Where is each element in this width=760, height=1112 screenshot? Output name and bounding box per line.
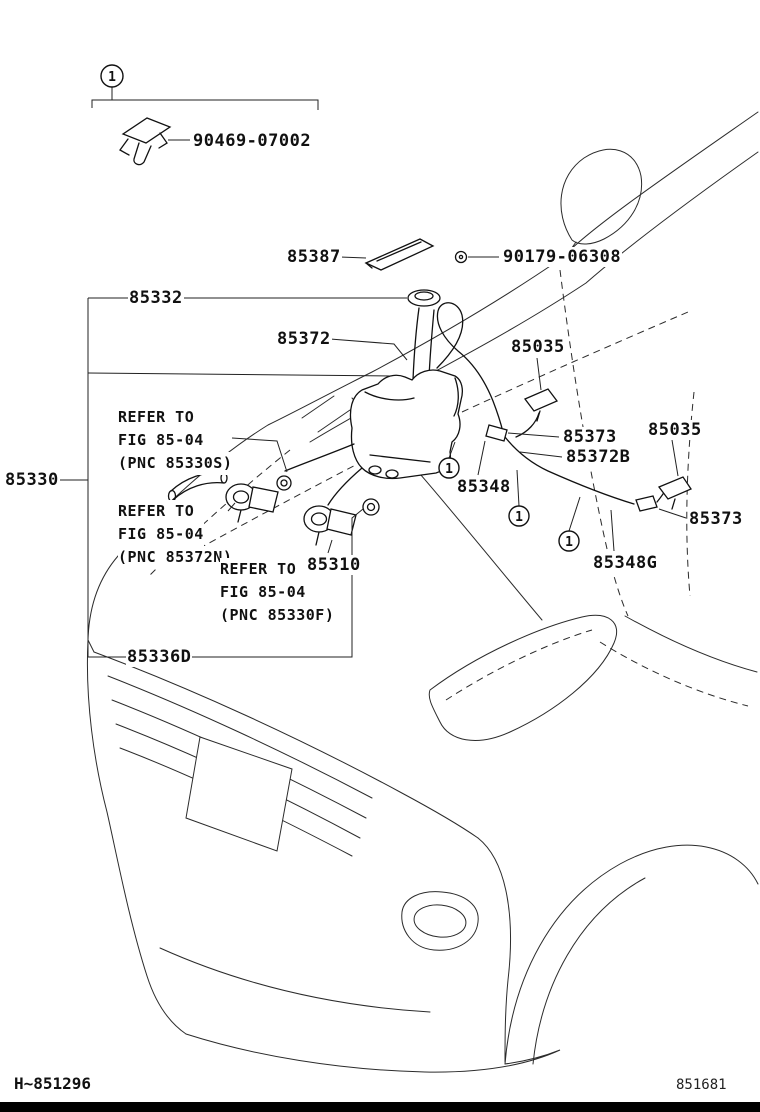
callout-number: 1 — [515, 510, 523, 525]
filler-cap-drawing — [407, 289, 441, 381]
part-label-85035-right: 85035 — [647, 420, 703, 440]
license-plate — [185, 736, 293, 852]
part-label-90179-06308: 90179-06308 — [502, 247, 623, 267]
refer-note-line: FIG 85-04 — [118, 523, 204, 546]
wheel-arch-inner — [532, 877, 646, 1065]
refer-note-line: (PNC 85330S) — [118, 452, 233, 475]
part-label-85387: 85387 — [286, 247, 342, 267]
figure-code-left: H~851296 — [14, 1074, 92, 1093]
part-label-85035-left: 85035 — [510, 337, 566, 357]
front-left-join — [87, 639, 95, 653]
leader-85372b — [519, 451, 563, 458]
clip-part-drawing — [119, 117, 172, 166]
mirror-outline — [560, 148, 643, 245]
callout-number: 1 — [445, 462, 453, 477]
part-label-85373-left: 85373 — [562, 427, 618, 447]
bottom-border-bar — [0, 1102, 760, 1112]
grille-slat — [107, 675, 373, 799]
refer-note-line: REFER TO — [118, 500, 195, 523]
part-label-85348g: 85348G — [592, 553, 659, 573]
cowl-hatch-line — [301, 395, 335, 419]
refer-note-85330f: REFER TO FIG 85-04 (PNC 85330F) — [220, 558, 335, 627]
part-label-85330: 85330 — [4, 470, 60, 490]
washer-reservoir-drawing — [349, 369, 463, 480]
hidden-edge-lower — [599, 641, 749, 707]
leader-85373-a — [507, 432, 560, 438]
washer-nozzle-drawing — [523, 388, 692, 510]
wheel-arch — [504, 844, 759, 1065]
leader-85372 — [329, 338, 408, 361]
cowl-hatch-line — [317, 409, 351, 433]
bracket-drawing — [364, 238, 435, 271]
figure-code-right: 851681 — [676, 1077, 727, 1093]
grille-top-edge — [93, 651, 479, 839]
bumper-left-edge — [86, 639, 187, 1035]
refer-note-85372n: REFER TO FIG 85-04 (PNC 85372N) — [118, 500, 233, 569]
headlamp-outline — [428, 614, 618, 741]
fog-lamp-inner — [413, 904, 467, 938]
leader-85310 — [327, 539, 333, 554]
leader-note-85372n — [227, 502, 236, 512]
legend-bracket-line — [91, 87, 319, 110]
callout-circle-icon — [508, 505, 530, 527]
leader-85035-b — [671, 439, 679, 477]
leader-reservoir — [87, 372, 393, 377]
grommet-ring-drawing — [276, 475, 380, 516]
car-body-outline — [86, 111, 759, 1073]
leader-85348g — [610, 509, 615, 552]
callout-leader — [448, 441, 456, 459]
bumper-bottom-edge — [185, 1033, 561, 1073]
leader-85373-b — [658, 508, 687, 519]
leader-85387 — [339, 256, 367, 259]
leader-85348 — [477, 440, 486, 476]
part-label-85373-right: 85373 — [688, 509, 744, 529]
callout-circle-icon — [100, 64, 124, 88]
part-label-85332: 85332 — [128, 288, 184, 308]
refer-note-line: FIG 85-04 — [118, 429, 204, 452]
part-label-85372: 85372 — [276, 329, 332, 349]
part-label-85310: 85310 — [306, 555, 362, 575]
refer-note-line: REFER TO — [220, 558, 297, 581]
washer-components — [91, 87, 692, 546]
refer-note-line: (PNC 85372N) — [118, 546, 233, 569]
bumper-side-edge — [477, 837, 511, 1063]
callout-circles: 1 1 1 1 — [100, 64, 581, 552]
headlamp-inner-line — [445, 629, 593, 701]
bumper-lower-line — [159, 947, 431, 1013]
part-label-85336d: 85336D — [126, 647, 193, 667]
hidden-edge-right — [461, 311, 689, 413]
part-label-85372b: 85372B — [565, 447, 632, 467]
washer-pump-drawing — [225, 483, 357, 546]
washer-hose-drawing — [167, 302, 667, 506]
door-hidden-line — [686, 391, 695, 597]
leader-note-85330s — [231, 437, 288, 473]
refer-note-line: (PNC 85330F) — [220, 604, 335, 627]
refer-note-line: FIG 85-04 — [220, 581, 306, 604]
hood-hidden-crease — [149, 449, 291, 576]
leader-85035-a — [536, 357, 542, 391]
callout-leader — [516, 469, 520, 507]
hose-joint-drawing — [485, 424, 658, 512]
leader-85336d — [88, 508, 364, 658]
fender-top-line — [624, 615, 758, 673]
callout-number: 1 — [565, 535, 573, 550]
fog-lamp-outline — [401, 891, 479, 951]
refer-note-85330s: REFER TO FIG 85-04 (PNC 85330S) — [118, 406, 233, 475]
callout-leader — [568, 496, 581, 532]
callout-number: 1 — [108, 70, 116, 85]
screw-grommet-drawing — [454, 250, 468, 264]
hidden-edge-left — [177, 425, 433, 561]
part-label-85348: 85348 — [456, 477, 512, 497]
callout-circle-icon — [558, 530, 580, 552]
refer-note-line: REFER TO — [118, 406, 195, 429]
callout-circle-icon — [438, 457, 460, 479]
part-label-90469-07002: 90469-07002 — [192, 131, 313, 151]
